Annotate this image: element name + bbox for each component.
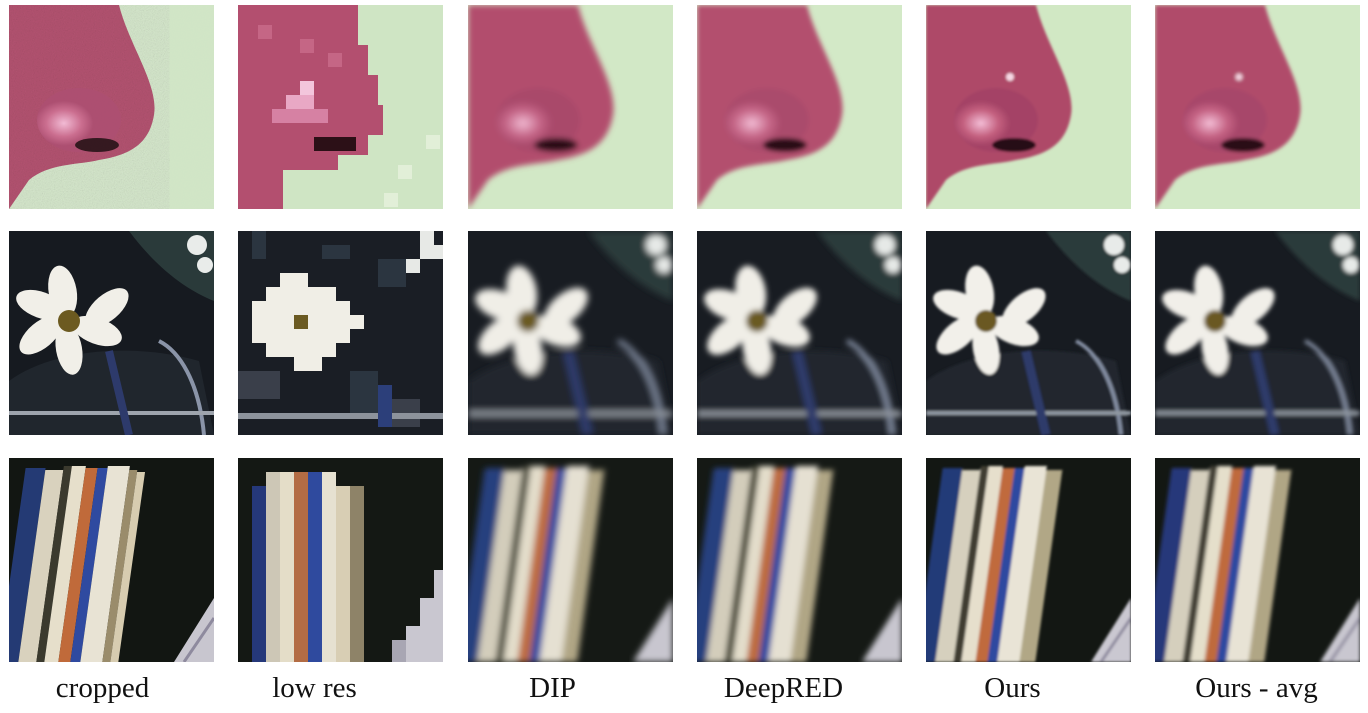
nose-ours-image: [926, 5, 1131, 209]
caption-ours: Ours: [984, 672, 1041, 704]
books-ours-avg-image: [1155, 458, 1360, 662]
caption-ours-avg: Ours - avg: [1195, 672, 1318, 704]
flower-ours-image: [926, 231, 1131, 435]
nose-dip-image: [468, 5, 673, 209]
flower-ours-avg-image: [1155, 231, 1360, 435]
caption-cropped: cropped: [55, 672, 150, 704]
books-dip-image: [468, 458, 673, 662]
nose-cropped-image: [9, 5, 214, 209]
caption-low-res: low res: [272, 672, 357, 704]
flower-low-res-image: [238, 231, 443, 435]
caption-dip: DIP: [529, 672, 576, 704]
flower-deepred-image: [697, 231, 902, 435]
books-cropped-image: [9, 458, 214, 662]
nose-low-res-image: [238, 5, 443, 209]
books-low-res-image: [238, 458, 443, 662]
flower-cropped-image: [9, 231, 214, 435]
caption-deepred: DeepRED: [723, 672, 844, 704]
flower-dip-image: [468, 231, 673, 435]
books-ours-image: [926, 458, 1131, 662]
nose-ours-avg-image: [1155, 5, 1360, 209]
books-deepred-image: [697, 458, 902, 662]
nose-deepred-image: [697, 5, 902, 209]
